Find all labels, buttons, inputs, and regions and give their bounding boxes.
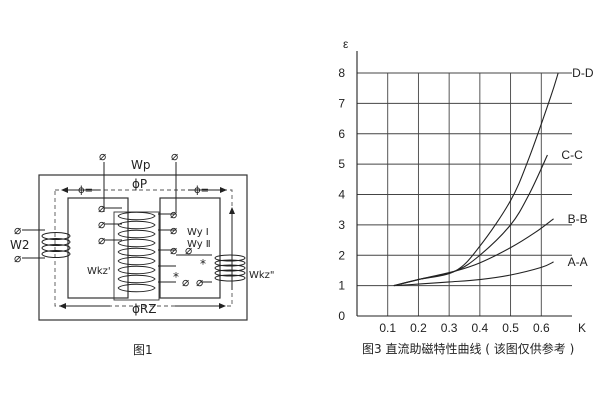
label-star-b: * (200, 257, 206, 271)
curve-d-d (393, 72, 559, 287)
x-tick-label: 0.2 (410, 321, 427, 335)
chart-curves (393, 72, 559, 287)
label-phi-left: ϕ= (78, 185, 93, 196)
w2-coil-turn (41, 232, 71, 240)
chart-grid (357, 72, 572, 316)
x-tick-label: 0.3 (441, 321, 458, 335)
chart-series-labels: A-A B-B C-C D-D (561, 66, 593, 269)
y-tick-label: 2 (338, 248, 345, 262)
wkz-coil-turn (214, 264, 246, 272)
w2-coil-turn (41, 250, 71, 258)
wkz-coil-turn (214, 259, 246, 267)
terminal-left-3: ⌀ (98, 233, 105, 247)
center-coil-turn (117, 256, 156, 266)
terminal-right-3: ⌀ (170, 243, 177, 257)
x-tick-label: 0.1 (379, 321, 396, 335)
chart-x-axis-label: K (578, 321, 586, 335)
label-w2: W2 (10, 238, 30, 252)
y-tick-label: 0 (338, 309, 345, 323)
core-window-right (159, 197, 221, 299)
label-wkz-right: Wkz" (249, 270, 275, 281)
terminal-top-left: ⌀ (99, 149, 106, 163)
terminal-right-4: ⌀ (185, 243, 192, 257)
x-tick-label: 0.6 (533, 321, 550, 335)
terminal-right-1: ⌀ (170, 207, 177, 221)
center-coil-turn (117, 247, 156, 257)
wkz-coil-turn (214, 254, 246, 262)
y-tick-label: 5 (338, 157, 345, 171)
core-window-left (67, 197, 129, 299)
curve-a-a (393, 261, 554, 287)
y-tick-label: 6 (338, 127, 345, 141)
terminal-left-2: ⌀ (98, 217, 105, 231)
center-coil-turn (117, 265, 156, 275)
center-coil-turn (117, 211, 156, 221)
y-tick-label: 3 (338, 218, 345, 232)
label-wy1: Wy Ⅰ (187, 227, 209, 238)
center-winding-coils (117, 211, 156, 293)
label-wy2: Wy Ⅱ (187, 239, 211, 250)
x-tick-label: 0.4 (472, 321, 489, 335)
center-coil-turn (117, 283, 156, 293)
x-tick-label: 0.5 (502, 321, 519, 335)
w2-winding-coils (41, 232, 71, 258)
figure1-caption: 图1 (133, 343, 153, 357)
label-wp: Wp (131, 158, 150, 172)
series-label-b-b: B-B (568, 212, 588, 226)
label-wkz-left: Wkz' (87, 266, 111, 277)
label-phi-right: ϕ= (194, 185, 209, 196)
figure3-caption: 图3 直流助磁特性曲线 ( 该图仅供参考 ) (362, 341, 574, 356)
y-tick-label: 8 (338, 66, 345, 80)
terminal-left-1: ⌀ (98, 201, 105, 215)
terminal-right-5: ⌀ (182, 275, 189, 289)
y-tick-label: 7 (338, 96, 345, 110)
chart-y-axis-label: ε (343, 37, 349, 51)
terminal-right-6: ⌀ (196, 275, 203, 289)
terminal-w2-bottom: ⌀ (14, 251, 21, 265)
center-coil-turn (117, 229, 156, 239)
w2-coil-turn (41, 244, 71, 252)
wkz-coil-turn (214, 269, 246, 277)
series-label-c-c: C-C (561, 148, 583, 162)
figure1-schematic: ⌀ ⌀ ⌀ ⌀ ⌀ ⌀ ⌀ ⌀ ⌀ ⌀ ⌀ ⌀ ⌀ Wp ϕP ϕ= ϕ= ϕR… (10, 149, 275, 357)
center-coil-turn (117, 274, 156, 284)
label-phi-rz: ϕRZ (132, 302, 156, 316)
chart-tick-labels: 0.1 0.2 0.3 0.4 0.5 0.6 0 1 2 3 4 5 6 7 8 (338, 66, 550, 335)
core-outer-frame (38, 174, 248, 321)
wkz-right-winding-coils (214, 254, 246, 282)
center-coil-turn (117, 220, 156, 230)
wkz-coil-turn (214, 274, 246, 282)
curve-b-b (393, 218, 554, 287)
y-tick-label: 4 (338, 188, 345, 202)
y-tick-label: 1 (338, 279, 345, 293)
terminal-right-2: ⌀ (170, 223, 177, 237)
series-label-d-d: D-D (572, 66, 594, 80)
terminal-w2-top: ⌀ (14, 223, 21, 237)
center-coil-turn (117, 238, 156, 248)
w2-coil-turn (41, 238, 71, 246)
chart-axes (356, 51, 572, 317)
label-star-a: * (173, 270, 179, 284)
label-phi-p: ϕP (132, 177, 147, 191)
terminal-top-right: ⌀ (171, 149, 178, 163)
series-label-a-a: A-A (568, 255, 588, 269)
